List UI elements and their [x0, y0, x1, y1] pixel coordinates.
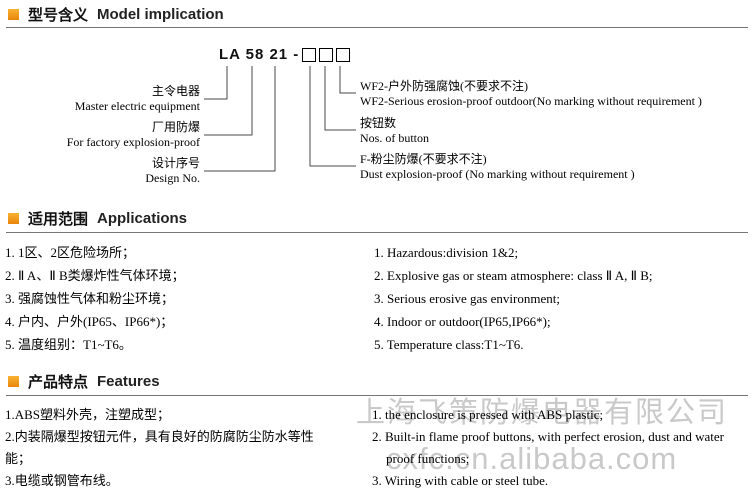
label-zh: 按钮数 — [360, 116, 397, 130]
applications-list-zh: 1. 1区、2区危险场所； 2. Ⅱ A、Ⅱ B类爆炸性气体环境； 3. 强腐蚀… — [5, 241, 367, 356]
label-zh: WF2-户外防强腐蚀(不要求不注) — [360, 79, 528, 93]
section-title-zh: 适用范围 — [28, 210, 89, 228]
label-en: WF2-Serious erosion-proof outdoor(No mar… — [360, 94, 702, 108]
label-zh: 主令电器 — [151, 84, 200, 98]
label-en: For factory explosion-proof — [66, 135, 200, 149]
diagram-label-wf2-erosion-proof: WF2-户外防强腐蚀(不要求不注) WF2-Serious erosion-pr… — [360, 79, 702, 109]
diagram-label-button-count: 按钮数 Nos. of button — [360, 116, 429, 146]
section-title-zh: 产品特点 — [28, 373, 89, 391]
list-item: 2.内装隔爆型按钮元件，具有良好的防腐防尘防水等性能； — [5, 429, 314, 466]
section-title-en: Features — [97, 372, 160, 390]
section-divider — [6, 27, 748, 28]
model-suffix-box-3 — [336, 47, 351, 62]
label-zh: F-粉尘防爆(不要求不注) — [360, 152, 487, 166]
list-item: 4. 户内、户外(IP65、IP66*)； — [5, 314, 174, 329]
diagram-label-design-no: 设计序号 Design No. — [145, 156, 200, 186]
diagram-label-factory-explosion-proof: 厂用防爆 For factory explosion-proof — [67, 120, 200, 150]
list-item: 1. Hazardous:division 1&2; — [374, 245, 519, 260]
list-item: 1.ABS塑料外壳，注塑成型； — [5, 407, 171, 422]
diagram-label-dust-explosion-proof: F-粉尘防爆(不要求不注) Dust explosion-proof (No m… — [360, 152, 635, 182]
section-divider — [6, 232, 748, 233]
list-item: 3.电缆或钢管布线。 — [5, 473, 119, 488]
list-item: 3. 强腐蚀性气体和粉尘环境； — [5, 291, 175, 306]
model-suffix-box-2 — [319, 47, 334, 62]
list-item: 5. 温度组别：T1~T6。 — [5, 337, 132, 352]
watermark-company: 上海飞策防爆电器有限公司 — [356, 397, 729, 429]
section-header-model: 型号含义 Model implication — [8, 5, 224, 24]
label-zh: 厂用防爆 — [151, 120, 200, 134]
list-item: 1. 1区、2区危险场所； — [5, 245, 136, 260]
list-item: 4. Indoor or outdoor(IP65,IP66*); — [374, 314, 551, 329]
watermark-url: cxfc.cn.alibaba.com — [386, 441, 678, 476]
section-title-zh: 型号含义 — [28, 6, 89, 24]
section-title-en: Applications — [97, 209, 188, 227]
label-en: Nos. of button — [360, 131, 429, 145]
diagram-label-master-electric: 主令电器 Master electric equipment — [75, 84, 200, 114]
section-title-en: Model implication — [97, 5, 224, 23]
model-suffix-box-1 — [302, 47, 317, 62]
section-divider — [6, 395, 748, 396]
section-bullet-icon — [8, 212, 19, 224]
features-list-zh: 1.ABS塑料外壳，注塑成型； 2.内装隔爆型按钮元件，具有良好的防腐防尘防水等… — [5, 404, 335, 492]
section-bullet-icon — [8, 8, 19, 20]
list-item: 2. Explosive gas or steam atmosphere: cl… — [374, 268, 653, 283]
label-en: Dust explosion-proof (No marking without… — [360, 167, 635, 181]
list-item: 2. Built-in flame proof buttons, with pe… — [372, 429, 725, 466]
applications-list-en: 1. Hazardous:division 1&2; 2. Explosive … — [374, 241, 750, 356]
section-bullet-icon — [8, 375, 19, 387]
section-header-features: 产品特点 Features — [8, 372, 160, 391]
label-zh: 设计序号 — [151, 156, 200, 170]
model-code: LA 58 21 - — [219, 46, 351, 63]
list-item: 3. Serious erosive gas environment; — [374, 291, 560, 306]
label-en: Master electric equipment — [74, 99, 200, 113]
label-en: Design No. — [145, 171, 200, 185]
list-item: 5. Temperature class:T1~T6. — [374, 337, 524, 352]
list-item: 1. the enclosure is pressed with ABS pla… — [372, 407, 604, 422]
list-item: 2. Ⅱ A、Ⅱ B类爆炸性气体环境； — [5, 268, 185, 283]
section-header-applications: 适用范围 Applications — [8, 209, 188, 228]
list-item: 3. Wiring with cable or steel tube. — [372, 473, 549, 488]
model-code-text: LA 58 21 - — [219, 46, 300, 63]
features-list-en: 1. the enclosure is pressed with ABS pla… — [372, 404, 746, 492]
